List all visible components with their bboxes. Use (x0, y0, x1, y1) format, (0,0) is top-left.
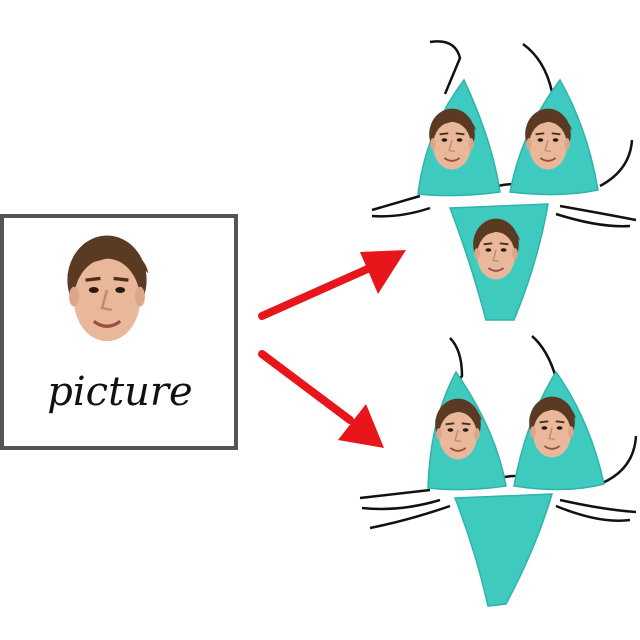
bikini-variant-1 (371, 40, 637, 321)
red-arrow-icon (258, 350, 384, 448)
bikini-variant-2 (359, 335, 638, 607)
source-card-caption: picture (47, 369, 193, 415)
red-arrow-icon (258, 250, 406, 320)
